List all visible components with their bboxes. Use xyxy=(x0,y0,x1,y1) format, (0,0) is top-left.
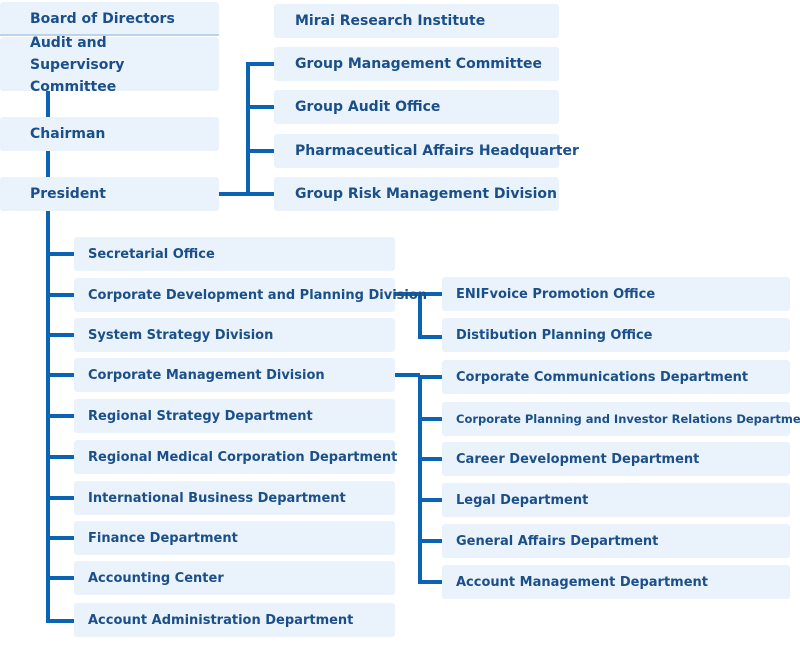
dept-corporate-communications: Corporate Communications Department xyxy=(442,360,790,394)
dept-career-development: Career Development Department xyxy=(442,442,790,476)
unit-group-risk-management: Group Risk Management Division xyxy=(274,177,559,211)
division-label: Account Administration Department xyxy=(88,612,354,628)
board-of-directors-box: Board of Directors xyxy=(0,2,219,35)
division-label: Regional Strategy Department xyxy=(88,408,313,424)
unit-mirai-research: Mirai Research Institute xyxy=(274,4,559,38)
division-corporate-development-planning: Corporate Development and Planning Divis… xyxy=(74,278,427,312)
dept-label: Corporate Planning and Investor Relation… xyxy=(456,412,800,426)
division-label: Finance Department xyxy=(88,530,238,546)
division-corporate-management: Corporate Management Division xyxy=(74,358,395,392)
division-account-administration: Account Administration Department xyxy=(74,603,395,637)
office-enifvoice-promotion: ENIFvoice Promotion Office xyxy=(442,277,790,311)
division-regional-medical-corporation: Regional Medical Corporation Department xyxy=(74,440,398,474)
chairman-box: Chairman xyxy=(0,117,219,151)
dept-legal: Legal Department xyxy=(442,483,790,517)
president-label: President xyxy=(30,186,106,202)
division-label: Secretarial Office xyxy=(88,246,215,262)
dept-label: Corporate Communications Department xyxy=(456,369,749,385)
division-label: Corporate Development and Planning Divis… xyxy=(88,287,428,303)
division-system-strategy: System Strategy Division xyxy=(74,318,395,352)
unit-label: Group Risk Management Division xyxy=(295,186,557,202)
dept-corporate-planning-ir: Corporate Planning and Investor Relation… xyxy=(442,402,800,436)
office-label: ENIFvoice Promotion Office xyxy=(456,286,656,302)
audit-committee-label: Audit and Supervisory Committee xyxy=(30,35,125,95)
division-label: System Strategy Division xyxy=(88,327,274,343)
division-label: Corporate Management Division xyxy=(88,367,325,383)
unit-group-audit-office: Group Audit Office xyxy=(274,90,559,124)
unit-pharmaceutical-affairs: Pharmaceutical Affairs Headquarter xyxy=(274,134,579,168)
unit-label: Group Management Committee xyxy=(295,56,543,72)
division-secretarial-office: Secretarial Office xyxy=(74,237,395,271)
division-label: International Business Department xyxy=(88,490,346,506)
chairman-label: Chairman xyxy=(30,126,106,142)
division-label: Accounting Center xyxy=(88,570,224,586)
dept-label: General Affairs Department xyxy=(456,533,659,549)
office-distribution-planning: Distibution Planning Office xyxy=(442,318,790,352)
dept-account-management: Account Management Department xyxy=(442,565,790,599)
division-label: Regional Medical Corporation Department xyxy=(88,449,398,465)
unit-label: Pharmaceutical Affairs Headquarter xyxy=(295,143,579,159)
dept-general-affairs: General Affairs Department xyxy=(442,524,790,558)
dept-label: Career Development Department xyxy=(456,451,700,467)
division-international-business: International Business Department xyxy=(74,481,395,515)
board-of-directors-label: Board of Directors xyxy=(30,10,175,27)
dept-label: Account Management Department xyxy=(456,574,709,590)
audit-committee-box: Audit and Supervisory Committee xyxy=(0,35,219,95)
unit-label: Group Audit Office xyxy=(295,99,441,115)
unit-label: Mirai Research Institute xyxy=(295,13,486,29)
office-label: Distibution Planning Office xyxy=(456,327,653,343)
division-accounting-center: Accounting Center xyxy=(74,561,395,595)
division-finance: Finance Department xyxy=(74,521,395,555)
division-regional-strategy: Regional Strategy Department xyxy=(74,399,395,433)
dept-label: Legal Department xyxy=(456,492,589,508)
board-audit-divider xyxy=(0,34,219,36)
unit-group-management-committee: Group Management Committee xyxy=(274,47,559,81)
president-box: President xyxy=(0,177,219,211)
